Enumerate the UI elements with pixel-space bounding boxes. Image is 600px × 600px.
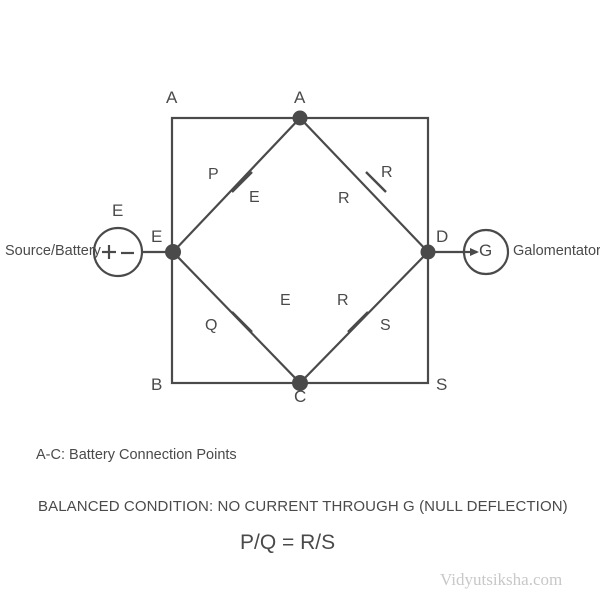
tick-upper-right — [365, 171, 387, 193]
corner-label-bottom-left: B — [151, 375, 163, 394]
node-label-e: E — [151, 227, 163, 246]
galvanometer-label: Galomentator — [513, 243, 600, 259]
resistor-label-upper-left: P — [208, 166, 219, 183]
emf-label: E — [112, 201, 124, 220]
marker-label-lower-left: E — [280, 292, 291, 309]
corner-label-top-left: A — [166, 88, 178, 107]
outer-square — [170, 116, 430, 385]
battery-circle — [92, 226, 144, 278]
caption-balanced-condition: BALANCED CONDITION: NO CURRENT THROUGH G… — [38, 498, 568, 515]
tick-lower-left — [231, 311, 253, 333]
galvanometer-arrow-head — [470, 248, 479, 256]
resistor-label-upper-right: R — [381, 164, 393, 181]
galvanometer-symbol — [462, 228, 510, 276]
tick-lower-right — [347, 311, 369, 333]
node-c-dot — [292, 375, 308, 391]
node-d-dot — [420, 244, 436, 260]
galvanometer-symbol-label: G — [479, 241, 493, 260]
node-a-dot — [292, 110, 308, 126]
marker-label-upper-left: E — [249, 189, 260, 206]
node-label-a: A — [294, 88, 306, 107]
corner-label-bottom-right: S — [436, 375, 448, 394]
tick-upper-left — [231, 171, 253, 193]
watermark: Vidyutsiksha.com — [440, 570, 563, 589]
marker-label-lower-right: R — [337, 292, 349, 309]
source-battery-label: Source/Battery — [5, 243, 101, 259]
node-e-dot — [165, 244, 181, 260]
node-label-c: C — [294, 387, 307, 406]
resistor-label-lower-left: Q — [205, 317, 218, 334]
arm-upper-right — [298, 116, 430, 254]
arm-upper-left — [171, 116, 302, 254]
node-label-d: D — [436, 227, 449, 246]
caption-formula: P/Q = R/S — [240, 531, 336, 554]
caption-battery-connection-points: A-C: Battery Connection Points — [36, 447, 237, 463]
node-group — [165, 110, 436, 391]
resistor-label-lower-right: S — [380, 317, 391, 334]
battery-symbol — [92, 226, 144, 278]
marker-label-upper-right: R — [338, 190, 350, 207]
